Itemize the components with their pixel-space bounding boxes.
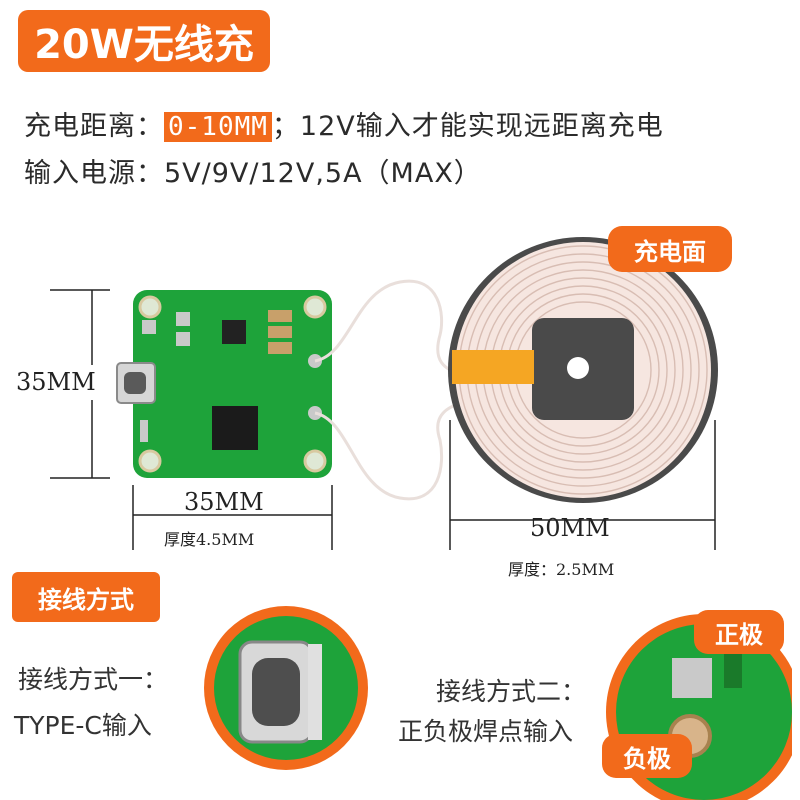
coil-wires — [314, 279, 471, 501]
negative-label: 负极 — [623, 744, 671, 773]
positive-badge: 正极 — [694, 610, 784, 654]
negative-badge: 负极 — [602, 734, 692, 778]
method2-desc: 正负极焊点输入 — [398, 717, 574, 746]
method1-desc: TYPE-C输入 — [14, 711, 152, 740]
charging-face-badge: 充电面 — [608, 226, 732, 272]
distance-label: 充电距离： — [24, 111, 164, 142]
distance-value-highlight: 0-10MM — [164, 112, 272, 142]
charging-face-label: 充电面 — [634, 237, 706, 266]
method1-zoom-image — [204, 606, 368, 770]
positive-label: 正极 — [715, 620, 763, 649]
pcb-board — [116, 290, 332, 478]
method2-title: 接线方式二： — [436, 677, 587, 706]
coil-diameter-dimension — [449, 420, 716, 550]
board-thickness-label: 厚度4.5MM — [164, 530, 255, 549]
title-text: 20W无线充 — [34, 22, 254, 68]
spec-input-line: 输入电源：5V/9V/12V,5A（MAX） — [24, 151, 482, 190]
board-width-dimension — [132, 485, 333, 550]
wireless-coil — [448, 237, 718, 503]
board-height-dimension — [50, 289, 110, 479]
board-width-label: 35MM — [184, 488, 264, 516]
distance-note: 12V输入才能实现远距离充电 — [299, 111, 664, 142]
coil-thickness-label: 厚度：2.5MM — [508, 560, 615, 579]
method1-title: 接线方式一： — [18, 665, 169, 694]
distance-separator: ； — [271, 111, 300, 142]
title-badge: 20W无线充 — [18, 10, 270, 72]
input-value: 5V/9V/12V,5A（MAX） — [164, 158, 482, 189]
product-illustration — [50, 237, 718, 550]
spec-distance-line: 充电距离：0-10MM；12V输入才能实现远距离充电 — [24, 104, 664, 143]
input-label: 输入电源： — [24, 158, 164, 189]
coil-diameter-label: 50MM — [530, 514, 610, 542]
wiring-section-title: 接线方式 — [38, 585, 134, 614]
wiring-section-badge: 接线方式 — [12, 572, 160, 622]
board-height-label: 35MM — [16, 368, 96, 396]
